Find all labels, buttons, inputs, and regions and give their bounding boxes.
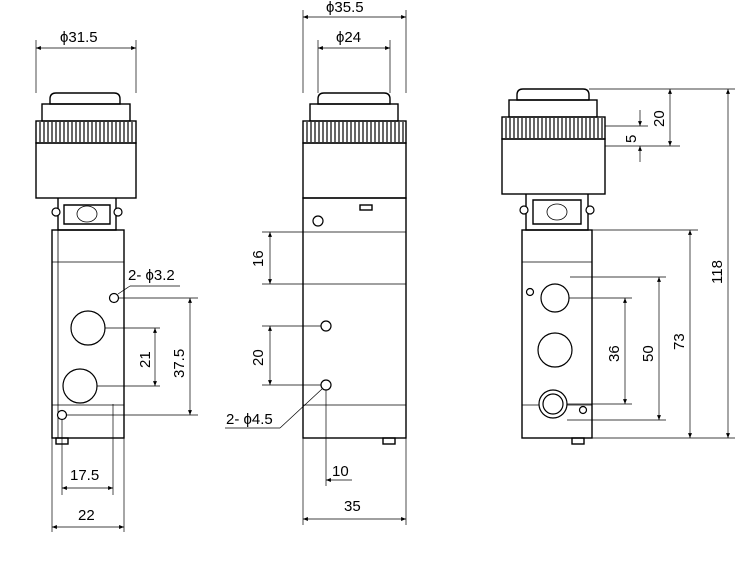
right-view: 20 5 118 73 50 36 <box>501 88 735 445</box>
side-view: ϕ35.5 ϕ24 16 20 2- ϕ4.5 10 35 <box>225 0 407 525</box>
side-cap <box>317 92 391 105</box>
right-mount-hole-lower <box>578 405 588 415</box>
right-dim-total-height: 118 <box>709 260 726 284</box>
right-dim-head-height: 20 <box>651 110 668 127</box>
right-cap-band <box>508 99 598 118</box>
side-cap-band <box>309 103 399 122</box>
front-head-body <box>35 142 137 199</box>
right-knurl-lines <box>505 118 603 138</box>
front-port-lower <box>62 368 98 404</box>
right-dim-body-height: 73 <box>671 333 688 350</box>
right-cap <box>516 88 590 101</box>
front-dim-port-spacing: 21 <box>137 351 154 368</box>
right-dim-port-outer: 50 <box>640 345 657 362</box>
front-dim-width: 22 <box>78 507 95 524</box>
front-bracket-roller <box>76 205 98 223</box>
side-hole-upper <box>320 320 332 332</box>
right-port-1 <box>540 283 570 313</box>
front-bracket-screw-left <box>51 207 61 217</box>
side-dim-head-inner: ϕ24 <box>336 29 361 46</box>
front-port-upper <box>70 310 106 346</box>
side-dim-holes: 2- ϕ4.5 <box>226 411 273 428</box>
side-dim-hole-offset: 10 <box>332 463 349 480</box>
right-dim-port-inner: 36 <box>606 345 623 362</box>
side-dim-hole-spacing: 20 <box>250 349 267 366</box>
right-port-2 <box>537 332 573 368</box>
front-bracket-screw-right <box>113 207 123 217</box>
side-dim-width: 35 <box>344 498 361 515</box>
side-head-body <box>302 142 407 199</box>
side-knurl-lines <box>306 122 404 142</box>
front-knurl-lines <box>39 122 133 142</box>
right-bracket <box>525 194 589 231</box>
front-dim-offset: 17.5 <box>70 467 99 484</box>
side-dim-head-outer: ϕ35.5 <box>326 0 364 16</box>
side-screw <box>312 215 324 227</box>
front-mount-hole-upper <box>108 292 120 304</box>
front-dim-mount-spacing: 37.5 <box>171 349 188 378</box>
right-dim-knurl-height: 5 <box>623 135 640 143</box>
front-dim-mount-holes: 2- ϕ3.2 <box>128 267 175 284</box>
side-dim-top-offset: 16 <box>250 250 267 267</box>
front-valve-body <box>51 229 125 439</box>
front-knurl-band <box>35 120 137 144</box>
front-bracket <box>57 198 117 231</box>
front-mount-hole-lower <box>56 409 68 421</box>
right-head-body <box>501 138 606 195</box>
front-cap-band <box>41 103 131 122</box>
side-hole-lower <box>320 379 332 391</box>
front-dim-head-diameter: ϕ31.5 <box>60 29 98 46</box>
front-view: ϕ31.5 21 37.5 2- ϕ3.2 17.5 22 <box>35 29 198 532</box>
front-cap <box>49 92 121 105</box>
right-mount-hole-upper <box>525 287 535 297</box>
side-valve-body <box>302 197 407 439</box>
right-valve-body <box>521 229 593 439</box>
